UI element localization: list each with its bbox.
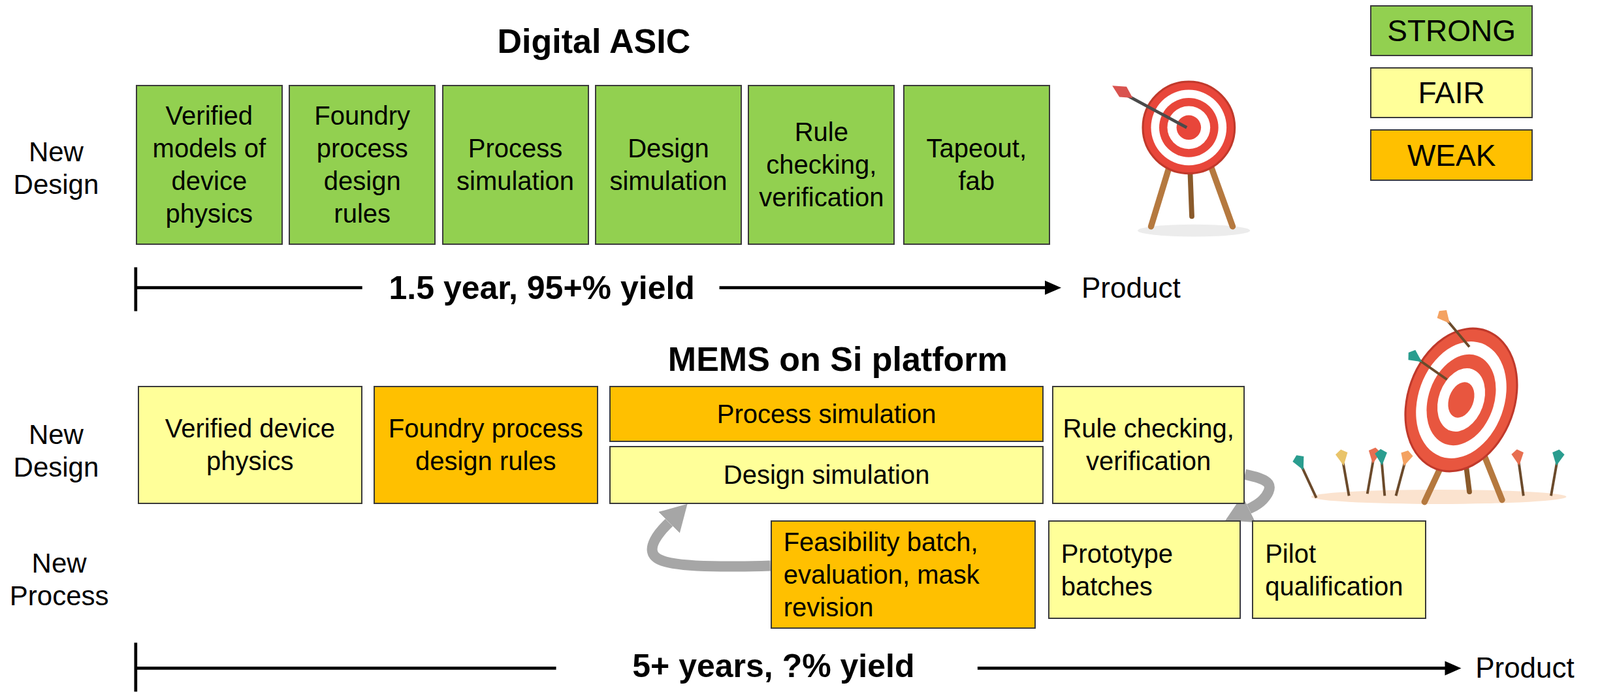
box-label: Verified device physics [145, 412, 355, 478]
process-box: Tapeout, fab [903, 84, 1051, 245]
arrow-icon [1291, 452, 1322, 501]
scattered-arrows [1291, 306, 1566, 501]
arrow-icon-part [1434, 306, 1455, 328]
arrow-icon [1389, 449, 1414, 498]
missed-target-icon-part-part [1386, 312, 1537, 488]
target-icon-part [1159, 97, 1219, 158]
arrow-icon [1374, 448, 1392, 497]
label-text: 1.5 year, 95+% yield [388, 269, 695, 307]
arrow-icon-part [1404, 347, 1425, 368]
missed-target-icon-part-part [1400, 328, 1522, 471]
arrow-icon [1334, 448, 1356, 497]
label-text: Product [1081, 271, 1181, 304]
legend-swatch: FAIR [1370, 67, 1533, 119]
label-text: MEMS on Si platform [668, 340, 1008, 379]
box-label: Foundry process design rules [381, 412, 591, 478]
text-label: New Design [9, 135, 104, 202]
process-box: Verified device physics [137, 385, 363, 505]
arrow-icon-part [1334, 448, 1350, 467]
label-text: Digital ASIC [497, 21, 691, 60]
illustration-group [135, 81, 1567, 692]
timeline-bottom-part [977, 666, 1450, 671]
box-label: Design simulation [602, 131, 735, 198]
label-text: 5+ years, ?% yield [632, 647, 915, 685]
arrow-icon-part [1398, 449, 1415, 469]
process-box: Design simulation [609, 446, 1045, 505]
box-label: Process simulation [449, 131, 582, 198]
box-label: Rule checking, verification [1059, 412, 1237, 478]
box-label: Rule checking, verification [755, 115, 887, 214]
process-box: Rule checking, verification [747, 84, 895, 245]
timeline-bottom-part [135, 666, 557, 671]
arrow-icon [1545, 448, 1566, 497]
timeline-top [135, 267, 1062, 311]
arrow-icon [1404, 347, 1451, 385]
missed-target-icon [1291, 306, 1567, 505]
target-icon-part [1167, 106, 1211, 150]
timeline-bottom [135, 642, 1462, 692]
box-label: Pilot qualification [1264, 537, 1419, 603]
process-box: Process simulation [442, 84, 590, 245]
box-label: Feasibility batch, evaluation, mask revi… [783, 525, 1028, 624]
target-icon-part [1142, 81, 1235, 174]
box-label: Foundry process design rules [296, 99, 428, 230]
process-box: Verified models of device physics [135, 84, 283, 245]
legend-swatch: WEAK [1370, 129, 1533, 181]
arrow-icon [1511, 448, 1531, 497]
arrow-icon-part [1511, 448, 1526, 467]
feedback-arrow [652, 522, 771, 567]
text-label: Product [1077, 270, 1185, 305]
box-label: Process simulation [717, 397, 937, 431]
text-label: 1.5 year, 95+% yield [384, 268, 699, 308]
text-label: Product [1471, 651, 1579, 686]
box-label: Tapeout, fab [911, 131, 1043, 198]
target-icon-part [1176, 115, 1202, 141]
label-text: New Design [13, 135, 100, 200]
target-icon-part [1112, 85, 1133, 98]
target-icon-part [1151, 90, 1228, 166]
box-label: Design simulation [723, 458, 930, 492]
text-label: 5+ years, ?% yield [628, 646, 919, 686]
missed-target-icon-part-part [1443, 378, 1479, 422]
process-box: Design simulation [594, 84, 742, 245]
missed-target-icon-part-part [1414, 344, 1508, 456]
legend-text: FAIR [1418, 75, 1486, 111]
missed-target-icon-part [1386, 312, 1537, 488]
feedback-arrow [1244, 474, 1270, 510]
text-label: Digital ASIC [493, 20, 695, 61]
timeline-top-part [719, 286, 1050, 290]
text-label: New Process [5, 546, 113, 613]
text-label: New Design [9, 417, 104, 484]
label-text: Product [1475, 651, 1575, 684]
legend-swatch: STRONG [1370, 5, 1533, 57]
arrow-icon-part [1374, 448, 1389, 467]
target-icon [1112, 81, 1250, 238]
timeline-top-part [135, 286, 363, 290]
process-box: Feasibility batch, evaluation, mask revi… [770, 520, 1036, 629]
timeline-top-part [1044, 280, 1062, 296]
legend-text: WEAK [1407, 137, 1496, 174]
arrow-icon-part [1291, 452, 1310, 473]
label-text: New Design [13, 418, 100, 482]
label-text: New Process [9, 547, 110, 611]
process-box: Pilot qualification [1251, 520, 1427, 620]
arrow-icon [1434, 306, 1475, 351]
text-label: MEMS on Si platform [664, 338, 1012, 380]
process-box: Foundry process design rules [373, 385, 599, 505]
box-label: Prototype batches [1061, 537, 1233, 603]
timeline-bottom-part [1445, 661, 1462, 676]
legend-text: STRONG [1387, 13, 1516, 49]
arrow-icon-part [1550, 448, 1566, 467]
box-label: Verified models of device physics [143, 99, 275, 230]
process-box: Foundry process design rules [288, 84, 436, 245]
process-box: Process simulation [609, 385, 1045, 443]
process-box: Rule checking, verification [1052, 385, 1245, 505]
process-box: Prototype batches [1048, 520, 1241, 620]
